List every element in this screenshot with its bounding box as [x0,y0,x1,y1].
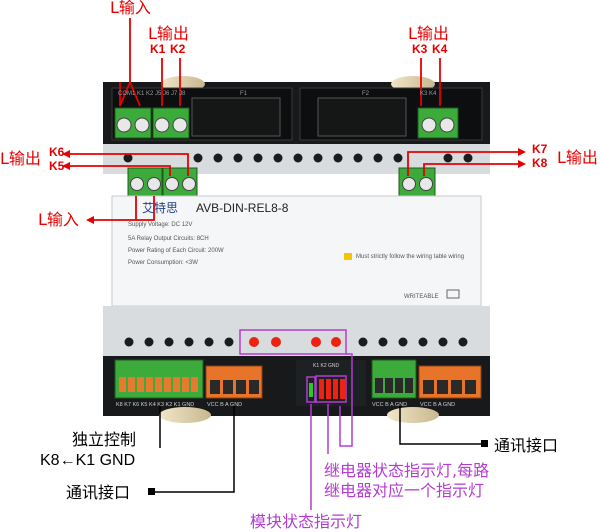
label-relay-led-desc-1: 继电器状态指示灯,每路 [324,461,490,480]
status-led-4 [331,337,341,347]
red-callout-lines [68,18,520,221]
label-module-led: 模块状态指示灯 [250,512,363,531]
label-comm-port-left: 通讯接口 [66,483,131,502]
spec-voltage: Supply Voltage: DC 12V [128,222,193,228]
screw-k6 [182,177,196,191]
model-name: AVB-DIN-REL8-8 [196,201,289,215]
spec-power: Power Rating of Each Circuit: 200W [128,248,224,254]
bottom-mid-pin-labels: VCC B A GND [207,402,243,408]
label-k4: K4 [432,42,448,56]
red-arrowheads [62,148,526,224]
screw-k7 [402,177,416,191]
screw-k4 [439,117,455,133]
top-right-pin-labels: K3 K4 [420,91,437,97]
label-k3: K3 [412,42,428,56]
relay-module [103,76,490,423]
screw-input-mid-1 [130,177,144,191]
spec-circuits: 5A Relay Output Circuits: 8CH [128,236,209,242]
lower-body [103,306,490,356]
screw-com-2 [134,117,150,133]
terminal-comm-right-green [371,359,417,399]
label-l-output-k5k6: L输出 [0,149,41,168]
label-l-input-top: L输入 [110,0,151,17]
warning-icon [344,253,352,260]
label-k1: K1 [150,42,166,56]
screw-k2 [172,117,188,133]
label-comm-port-right: 通讯接口 [494,436,559,455]
terminal-independent-control [114,359,204,399]
label-k8-k1-gnd: K8←K1 GND [40,452,136,469]
wiring-warning: Must strictly follow the wiring table wi… [356,254,465,260]
black-arrow-markers [148,440,488,495]
label-k6: K6 [49,145,65,159]
terminal-comm-right-orange [418,365,482,399]
status-led-3 [311,337,321,347]
module-status-led [309,383,313,397]
relay-indicator-box [315,375,347,403]
fuse-f2-label: F2 [362,91,370,97]
relay-status-leds [249,337,341,347]
bottom-right-pin-labels-2: VCC B A GND [420,402,456,408]
screw-k5 [165,177,179,191]
module-led-box [306,376,316,403]
front-panel [111,195,482,307]
label-l-output-k1k2: L输出 [148,24,189,43]
relay-k3-window [317,97,407,137]
terminal-comm-left [205,365,263,399]
pen-icon [446,289,460,299]
label-independent-control: 独立控制 [72,430,137,449]
bottom-cap-left [159,407,211,423]
relay-strip-label: K1 K2 GND [313,363,340,369]
label-k2: K2 [170,42,186,56]
screw-input-mid-2 [147,177,161,191]
bottom-left-pin-labels: K8 K7 K6 K5 K4 K3 K2 K1 GND [116,402,195,408]
black-callout-lines [152,404,484,493]
writable-label: WRITEABLE [404,294,439,300]
label-relay-led-desc-2: 继电器对应一个指示灯 [324,481,485,500]
label-l-output-k7k8: L输出 [557,148,598,167]
bottom-right-pin-labels-1: VCC B A GND [372,402,408,408]
lower-hole-row [124,337,468,347]
relay-k1-window [191,97,281,137]
spec-consumption: Power Consumption: <3W [128,260,198,266]
purple-callout-lines [310,353,353,510]
status-led-1 [249,337,259,347]
label-k8: K8 [532,156,548,170]
fuse-f1-label: F1 [240,91,248,97]
screw-k3 [421,117,437,133]
label-l-input-mid: L输入 [38,210,79,229]
label-l-output-k3k4: L输出 [408,24,449,43]
brand-logo: 艾特思 [142,201,179,215]
label-k5: K5 [49,159,65,173]
label-k7: K7 [532,142,548,156]
screw-com-1 [116,117,132,133]
upper-hole-row [123,153,473,163]
relay-indicator-leds [319,379,345,399]
bottom-cap-right [387,407,439,423]
screw-k1 [154,117,170,133]
top-left-pin-labels: COM1 K1 K2 J5 J6 J7 J8 [118,91,186,97]
screw-k8 [419,177,433,191]
led-highlight-box [239,329,347,355]
status-led-2 [271,337,281,347]
